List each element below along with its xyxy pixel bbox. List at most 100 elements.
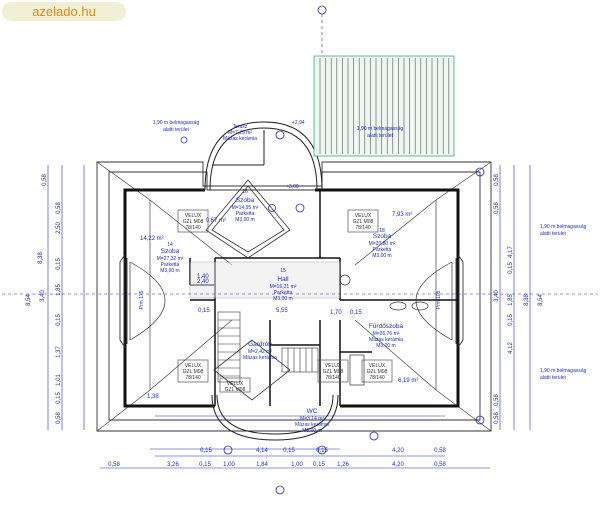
hall-zone (189, 261, 341, 299)
velux-windows (177, 209, 393, 393)
room18-name: Szoba (373, 233, 392, 240)
room16-area: M=14,95 m² (232, 205, 259, 211)
bath-name: Fürdőszoba (369, 323, 404, 330)
velux-2-l2: GZL M08 (353, 219, 374, 225)
dims-left-1: 8,38 (38, 252, 44, 264)
prm-left: Prm 175 (139, 290, 145, 309)
dims-bottom-6: 0,15 (313, 462, 325, 468)
velux-3-l3: 78/140 (185, 375, 201, 381)
room15-number: 15 (280, 268, 286, 274)
dims-right-9: 0,58 (494, 412, 500, 424)
velux-1-l1: VELUX (185, 213, 202, 219)
velux-4-l3: 78/140 (325, 375, 341, 381)
site-logo[interactable]: azelado.hu (2, 2, 126, 21)
dims-left-0: 0,58 (42, 174, 48, 186)
note-low-ceiling-right: 1,90 m belmagasság (540, 224, 587, 230)
wc-height: M3,00 m (302, 428, 321, 434)
room14-number: 14 (167, 242, 173, 248)
balcony-slats (319, 58, 450, 154)
dims-bottom-5: 1,00 (291, 462, 303, 468)
room14-height: M3,00 m (160, 268, 179, 274)
room-arcs (129, 261, 453, 341)
inner-dim-5: 1,38 (147, 394, 159, 400)
room16-height: M3,00 m (235, 217, 254, 223)
room15-name: Hall (277, 276, 289, 283)
note-low-ceiling-right-b: 1,90 m belmagasság (540, 368, 587, 374)
dims-left-1: 0,58 (56, 202, 62, 214)
note-low-ceiling-right-2: alatti terület (540, 231, 566, 237)
velux-6-l2: GZL M08 (225, 387, 246, 393)
staircase (217, 311, 319, 383)
room14-floor: Parketta (161, 262, 180, 268)
note-low-ceiling-left: 1,90 m belmagasság (153, 120, 200, 126)
small-area: 0,67 m² (206, 218, 226, 224)
dims-left-6: 0,15 (56, 314, 62, 326)
dims-right-7: 4,12 (508, 342, 514, 354)
bath-height: M3,00 m (376, 343, 395, 349)
bottom-bay (211, 394, 339, 441)
wardrobe-floor: Mázas kerámia (243, 355, 277, 361)
inner-dim-2: 2,40 (197, 279, 209, 285)
room18-low-area: 7,93 m² (392, 212, 412, 218)
dims-left-3: 0,15 (56, 258, 62, 270)
room16-number: 16 (242, 189, 248, 195)
wardrobe-area: M=2,42 m² (248, 349, 272, 355)
dims-left-7: 1,37 (56, 346, 62, 358)
velux-2-l3: 78/140 (355, 225, 371, 231)
inner-dim-1: 1,40 (197, 274, 209, 280)
bath-floor: Mázas kerámia (369, 337, 403, 343)
level-terrace: +2,94 (292, 120, 305, 126)
dims-right-6: 0,15 (508, 314, 514, 326)
room16-name: Szoba (236, 197, 255, 204)
velux-3-l2: GZL M08 (183, 369, 204, 375)
velux-4-l2: GZL M08 (323, 369, 344, 375)
dims-right-5: 3,40 (494, 290, 500, 302)
dims-right: 0,580,584,170,151,853,400,154,120,580,58… (494, 174, 544, 424)
room15-height: M3,00 m (273, 296, 292, 302)
room14-area: M=27,32 m² (157, 256, 184, 262)
room16-floor: Parketta (236, 211, 255, 217)
dims-left-5: 3,40 (40, 290, 46, 302)
dims-bottom-4: 1,84 (256, 462, 268, 468)
note-low-ceiling-terrace-2: alatti terület (367, 133, 393, 139)
velux-5-l1: VELUX (369, 363, 386, 369)
velux-1-l2: GZL M08 (183, 219, 204, 225)
velux-5-l3: 78/140 (369, 375, 385, 381)
wardrobe-name: Gardrób (248, 341, 272, 348)
inner-dim-3: 5,55 (276, 308, 288, 314)
bath-area: M=26,76 m² (373, 331, 400, 337)
bath-low-area: 6,19 m² (398, 378, 418, 384)
bath-fixtures (339, 274, 429, 386)
dims-left-4: 1,85 (56, 284, 62, 296)
dims-bottom-3: 1,00 (223, 462, 235, 468)
note-low-ceiling-left-2: alatti terület (163, 127, 189, 133)
dims-bottom-8: 4,20 (392, 462, 404, 468)
dims-left-9: 0,15 (56, 392, 62, 404)
velux-3-l1: VELUX (185, 363, 202, 369)
dims-bottom2-4: 4,20 (392, 448, 404, 454)
dims-right-3: 0,15 (508, 262, 514, 274)
dims-bottom-7: 1,26 (337, 462, 349, 468)
dims-bottom2-2: 0,15 (283, 448, 295, 454)
dims-left-10: 0,58 (56, 412, 62, 424)
top-bay (204, 121, 323, 191)
room15-area: M=16,21 m² (270, 284, 297, 290)
inner-dim-6: 1,70 (330, 310, 342, 316)
velux-6-l1: VELUX (227, 381, 244, 387)
dims-bottom2-5: 0,58 (434, 448, 446, 454)
dims-left: 0,580,582,500,151,853,400,151,371,010,15… (26, 174, 62, 424)
dims-bottom-1: 3,26 (167, 462, 179, 468)
section-markers (180, 5, 485, 495)
dims-right-1: 0,58 (494, 202, 500, 214)
dims-right-8: 0,58 (494, 394, 500, 406)
terrace-floor: Mázas kerámia (223, 136, 257, 142)
note-low-ceiling-terrace: 1,90 m belmagasság (357, 126, 404, 132)
level-room16: +3,00 (286, 184, 299, 190)
room18-area: M=20,80 m² (369, 241, 396, 247)
dims-right-0: 0,58 (494, 174, 500, 186)
exterior-walls (123, 188, 460, 408)
dims-bottom2-0: 0,15 (200, 448, 212, 454)
room18-number: 18 (379, 228, 385, 234)
